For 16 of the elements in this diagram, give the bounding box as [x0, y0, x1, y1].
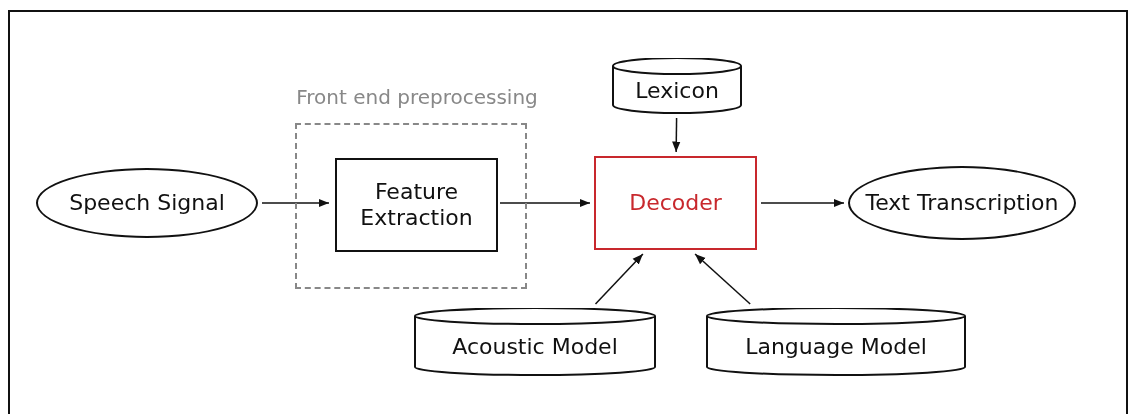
- node-label: Language Model: [744, 333, 928, 361]
- arrow: [499, 198, 591, 208]
- arrow: [694, 253, 751, 305]
- process-box: [335, 158, 498, 252]
- node-label: Feature Extraction: [359, 178, 474, 232]
- arrow: [672, 117, 681, 153]
- node-label: Lexicon: [634, 77, 720, 105]
- arrow: [594, 253, 644, 305]
- node-label: Text Transcription: [864, 189, 1060, 217]
- group-heading: Front end preprocessing: [295, 85, 539, 109]
- decoder-box: [594, 156, 757, 250]
- node-label: Decoder: [628, 189, 723, 217]
- node-label: Speech Signal: [68, 189, 226, 217]
- arrow: [760, 198, 845, 208]
- arrow: [261, 198, 330, 208]
- node-label: Acoustic Model: [451, 333, 619, 361]
